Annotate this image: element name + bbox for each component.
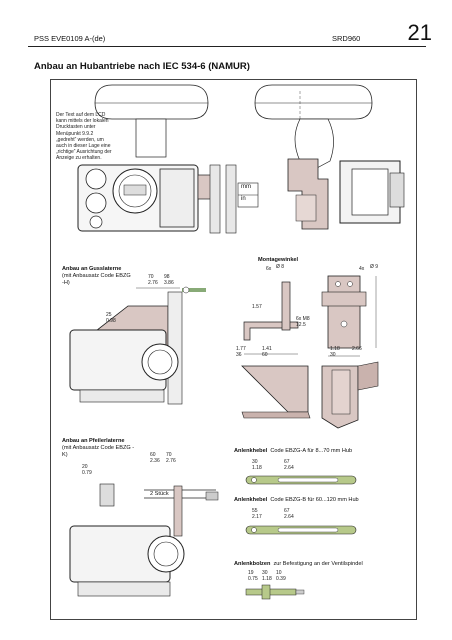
mw-dim-125: 6x M8: [296, 316, 310, 322]
gusslaterne-dim-98: 98: [164, 274, 170, 280]
pfeiler-dim-236: 2.36: [150, 458, 160, 464]
pfeiler-dim-079: 0.79: [82, 470, 92, 476]
hebel-b-dim-217: 2.17: [252, 514, 262, 520]
header-rule: [28, 46, 426, 47]
hebel-a-dim-30: 30: [252, 459, 258, 465]
mw-dim-d9: Ø 9: [370, 264, 379, 270]
pfeiler-dim-276: 2.76: [166, 458, 176, 464]
bolzen-dim-10: 10: [276, 570, 282, 576]
mw-dim-675: 2.66: [352, 346, 362, 352]
gusslaterne-dim-25: 25: [106, 312, 112, 318]
mw-dim-4x: 4x: [359, 266, 365, 272]
mw-dim-6x: 6x: [266, 266, 272, 272]
bolzen-dim-039: 0.39: [276, 576, 286, 582]
mw-dim-236: 60: [262, 352, 268, 358]
mw-dim-6xm8: 1.57: [252, 304, 262, 310]
gusslaterne-title: Anbau an Gusslaterne: [62, 266, 122, 272]
hebel-a-dim-67: 67: [284, 459, 290, 465]
gusslaterne-label: Anbau an Gusslaterne (mit Anbausatz Code…: [62, 266, 132, 287]
gusslaterne-dim-25in: 0.98: [106, 318, 116, 324]
hebel-a-caption: Anlenkhebel Code EBZG-A für 8...70 mm Hu…: [234, 448, 353, 454]
hebel-a-dim-118: 1.18: [252, 465, 262, 471]
gusslaterne-drawing: [69, 286, 206, 405]
section-title: Anbau an Hubantriebe nach IEC 534-6 (NAM…: [34, 61, 250, 72]
page-number: 21: [407, 20, 432, 45]
mw-dim-049: 12.5: [296, 322, 306, 328]
hebel-b-caption: Anlenkhebel Code EBZG-B für 60...120 mm …: [234, 497, 359, 503]
unit-mm: mm: [241, 184, 251, 190]
gusslaterne-dim-70: 70: [148, 274, 154, 280]
hebel-b-drawing: [245, 525, 357, 535]
mw-dim-118: 30: [330, 352, 336, 358]
document-code: PSS EVE0109 A-(de): [34, 34, 106, 43]
lcd-note: Der Text auf dem LCD kann mittels der lo…: [56, 112, 112, 162]
top-assembly-drawing: [77, 84, 405, 234]
pfeiler-dim-20: 20: [82, 464, 88, 470]
hebel-a-drawing: [245, 475, 357, 485]
bolzen-dim-30: 30: [262, 570, 268, 576]
gusslaterne-dim-98in: 3.86: [164, 280, 174, 286]
pfeilerlaterne-label: Anbau an Pfeilerlaterne (mit Anbausatz C…: [62, 438, 138, 459]
mw-dim-30: 1.18: [330, 346, 340, 352]
product-code: SRD960: [332, 34, 361, 43]
pfeiler-quantity: 2 Stück: [150, 491, 169, 497]
bolzen-drawing: [245, 584, 305, 600]
bolzen-dim-118: 1.18: [262, 576, 272, 582]
pfeiler-dim-60: 60: [150, 452, 156, 458]
mw-dim-d8: Ø 8: [276, 264, 285, 270]
gusslaterne-subtitle: (mit Anbausatz Code EBZG -H): [62, 273, 131, 286]
pfeiler-dim-70: 70: [166, 452, 172, 458]
montagewinkel-title: Montagewinkel: [258, 257, 299, 263]
gusslaterne-dim-70in: 2.76: [148, 280, 158, 286]
mw-dim-141: 36: [236, 352, 242, 358]
bolzen-caption: Anlenkbolzen zur Befestigung an der Vent…: [234, 561, 363, 567]
mw-dim-60: 1.41: [262, 346, 272, 352]
pfeilerlaterne-drawing: [69, 483, 219, 597]
hebel-b-dim-264: 2.64: [284, 514, 294, 520]
pfeilerlaterne-subtitle: (mit Anbausatz Code EBZG -K): [62, 445, 135, 458]
hebel-a-dim-264: 2.64: [284, 465, 294, 471]
mw-dim-36: 1.77: [236, 346, 246, 352]
pfeilerlaterne-title: Anbau an Pfeilerlaterne: [62, 438, 125, 444]
unit-in: in: [241, 196, 246, 202]
hebel-b-dim-67: 67: [284, 508, 290, 514]
bolzen-dim-075: 0.75: [248, 576, 258, 582]
hebel-b-dim-55: 55: [252, 508, 258, 514]
montagewinkel-drawing: [241, 275, 379, 429]
bolzen-dim-19: 19: [248, 570, 254, 576]
